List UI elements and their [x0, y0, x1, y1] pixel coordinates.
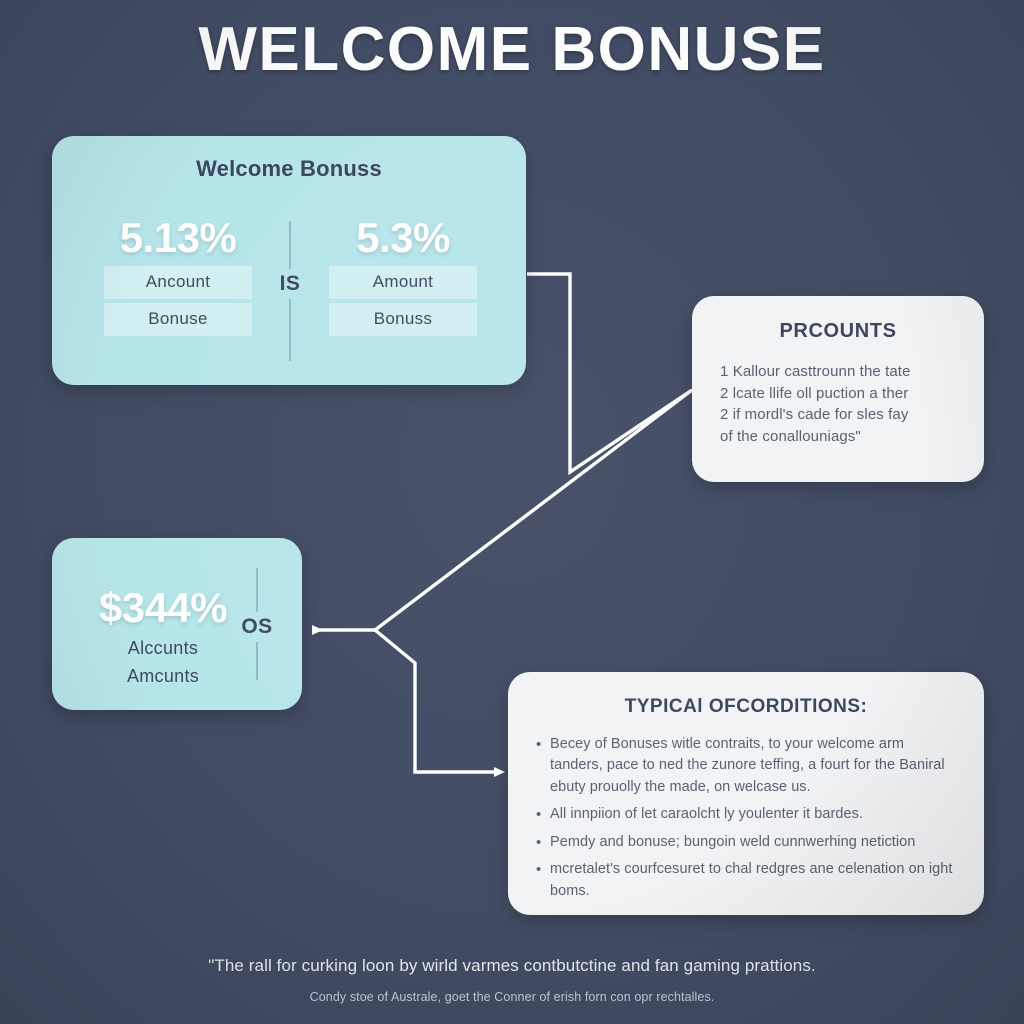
list-item: Pemdy and bonuse; bungoin weld cunnwerhi… [536, 832, 960, 855]
welcome-bonus-right-chip-bonus: Bonuss [329, 303, 477, 337]
footer-secondary-text: Condy stoe of Australe, goet the Conner … [309, 990, 715, 1004]
welcome-bonus-left-chip-amount: Ancount [104, 266, 252, 300]
list-item: All innpiion of let caraolcht ly youlent… [536, 804, 960, 827]
list-item: 1 Kallour casttrounn the tate [720, 363, 911, 380]
connector-welcome-to-prcounts [527, 272, 693, 476]
conditions-card-heading: TYPICAl OFCORDITIONS: [624, 696, 868, 717]
list-item: mcretalet's courfcesuret to chal redgres… [536, 859, 960, 902]
welcome-bonus-right-column: 5.3% Amount Bonuss [329, 214, 477, 337]
welcome-bonus-right-chip-amount: Amount [329, 266, 477, 300]
accounts-card[interactable]: $344% Alccunts Amcunts OS [52, 538, 302, 710]
welcome-bonus-divider-label: IS [264, 269, 316, 299]
accounts-card-divider-label: OS [234, 612, 280, 642]
welcome-bonus-right-value: 5.3% [356, 214, 450, 261]
welcome-bonus-card-heading: Welcome Bonuss [196, 156, 382, 181]
list-item: 2 lcate llife oll puction a ther [720, 384, 909, 402]
footer-primary-text: "The rall for curking loon by wirld varm… [208, 956, 816, 975]
conditions-card[interactable]: TYPICAl OFCORDITIONS: Becey of Bonuses w… [508, 672, 984, 915]
welcome-bonus-card[interactable]: Welcome Bonuss 5.13% Ancount Bonuse IS 5… [52, 136, 526, 385]
list-item: of the conallouniags" [720, 427, 861, 445]
accounts-card-label-secondary: Amcunts [126, 666, 200, 686]
connector-arrow-to-conditions [373, 628, 505, 777]
list-item: Becey of Bonuses witle contraits, to you… [536, 734, 960, 798]
welcome-bonus-left-value: 5.13% [119, 214, 237, 261]
connector-prcounts-to-junction [373, 388, 694, 632]
prcounts-card[interactable]: PRCOUNTS 1 Kallour casttrounn the tate 2… [692, 296, 984, 482]
page-title: WELCOME BONUSE [198, 15, 826, 84]
accounts-card-value: $344% [98, 584, 228, 631]
prcounts-card-heading: PRCOUNTS [779, 320, 897, 342]
conditions-list: Becey of Bonuses witle contraits, to you… [532, 734, 960, 902]
accounts-card-label-primary: Alccunts [127, 638, 199, 658]
welcome-bonus-left-chip-bonus: Bonuse [104, 303, 252, 337]
prcounts-list: 1 Kallour casttrounn the tate 2 lcate ll… [712, 361, 964, 447]
list-item: 2 if mordl's cade for sles fay [720, 406, 909, 424]
welcome-bonus-left-column: 5.13% Ancount Bonuse [104, 214, 252, 337]
